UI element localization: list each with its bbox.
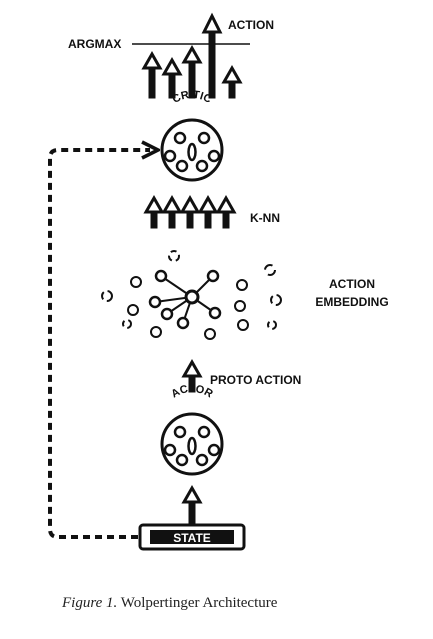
state-to-actor-arrow — [181, 484, 203, 525]
action-embedding-label-line2: EMBEDDING — [315, 295, 388, 309]
critic-label: CRITIC — [170, 89, 213, 106]
figure-number: Figure 1. — [62, 595, 118, 611]
figure-caption-text: Wolpertinger Architecture — [120, 595, 278, 611]
actor-node: ACTOR — [160, 383, 224, 476]
proto-action-label: PROTO ACTION — [210, 373, 301, 387]
actor-label: ACTOR — [169, 383, 214, 401]
state-box: STATE — [138, 523, 246, 551]
proto-action-arrow — [181, 358, 203, 393]
output-arrow — [221, 64, 243, 99]
critic-network-icon — [163, 131, 221, 173]
knn-arrow — [143, 194, 165, 229]
knn-arrow — [215, 194, 237, 229]
embedding-neighbors — [148, 269, 222, 330]
action-label: ACTION — [228, 18, 274, 32]
state-label: STATE — [173, 531, 211, 545]
knn-arrows — [143, 194, 237, 229]
actor-network-icon — [163, 425, 221, 467]
critic-node: CRITIC — [160, 89, 224, 182]
knn-arrow — [179, 194, 201, 229]
output-arrow — [161, 56, 183, 99]
output-arrows — [141, 12, 243, 99]
output-arrow-selected — [201, 12, 223, 99]
embedding-points — [101, 250, 282, 340]
output-arrow — [141, 50, 163, 99]
knn-arrow — [197, 194, 219, 229]
action-embedding-cluster — [101, 250, 282, 340]
proto-action-point — [184, 289, 200, 305]
action-embedding-label-line1: ACTION — [329, 277, 375, 291]
state-to-critic-dashed-path — [48, 150, 150, 539]
argmax-label: ARGMAX — [68, 37, 121, 51]
output-arrow — [181, 44, 203, 99]
knn-arrow — [161, 194, 183, 229]
knn-label: K-NN — [250, 211, 280, 225]
figure-caption: Figure 1. Wolpertinger Architecture — [62, 595, 277, 612]
